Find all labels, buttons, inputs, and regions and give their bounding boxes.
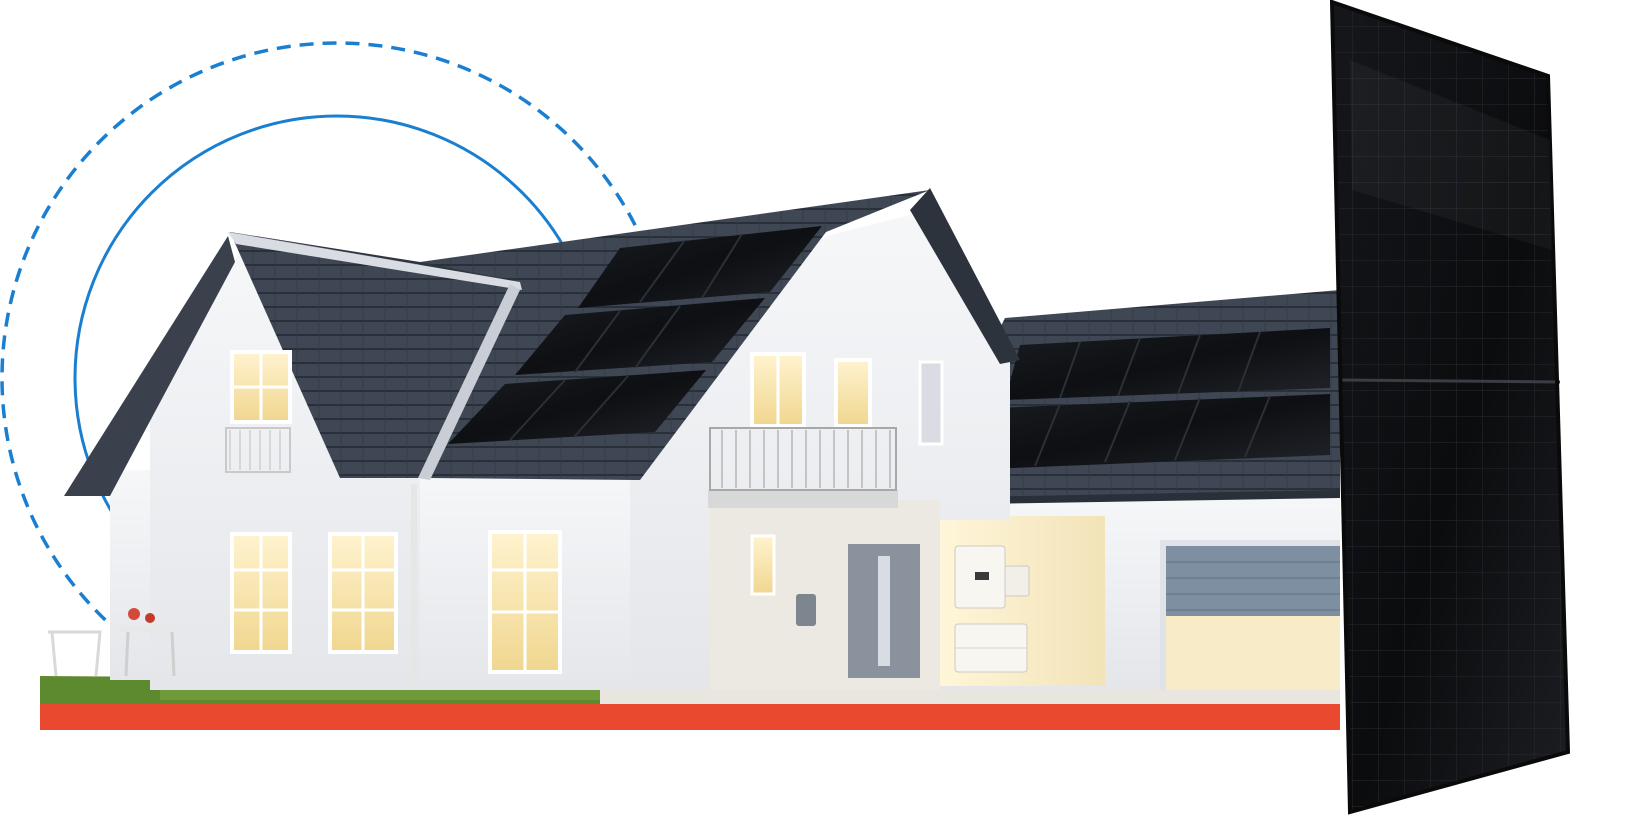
window-upper-right-3 (918, 360, 944, 446)
patio-furniture (48, 608, 180, 677)
window-upper-left (230, 350, 292, 424)
dormer-roof (910, 188, 1020, 364)
window-upper-right-1 (750, 352, 806, 428)
window-lower-middle (328, 532, 398, 654)
window-porch (750, 534, 776, 596)
garage-roof-edge (915, 490, 1340, 505)
garage-interior (1166, 616, 1340, 690)
front-door-glass (878, 556, 890, 666)
roof-ridge (230, 232, 520, 282)
window-lower-left (230, 532, 292, 654)
roof-edge-left (228, 232, 522, 290)
patio-door (488, 530, 562, 674)
main-solar-array (448, 226, 822, 444)
battery-storage (954, 545, 1030, 673)
ground-strip (40, 704, 1340, 730)
valley-trim (418, 284, 520, 480)
upper-balcony (708, 427, 898, 508)
featured-solar-panel (1329, 0, 1571, 815)
left-gable-roof (64, 236, 235, 496)
juliet-balcony (225, 427, 291, 473)
window-upper-right-2 (834, 358, 872, 428)
garage-solar-array (965, 328, 1330, 470)
garage-door (1166, 546, 1340, 616)
mailbox (796, 594, 816, 626)
